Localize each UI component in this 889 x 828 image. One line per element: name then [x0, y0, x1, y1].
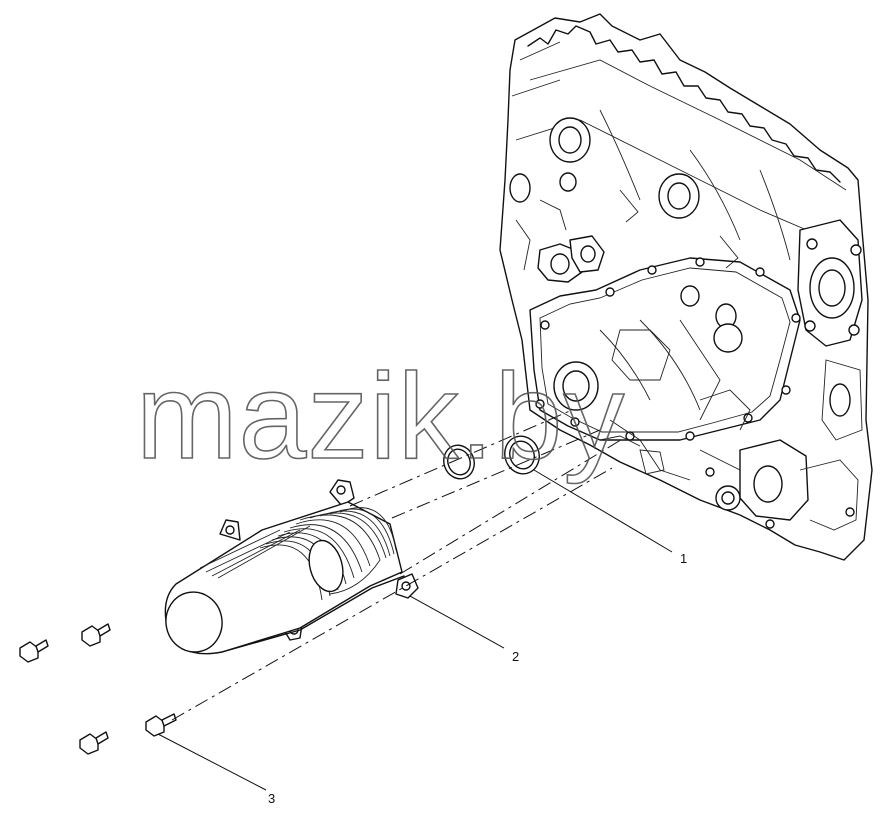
callout-label-2: 2 — [512, 649, 519, 664]
assembly-center-lines — [171, 409, 625, 721]
callout-2: 2 — [409, 595, 519, 664]
lower-block — [599, 319, 859, 531]
engine-block — [499, 13, 873, 561]
oil-cooler — [164, 479, 419, 655]
left-bosses — [537, 235, 743, 411]
bolt-4 — [145, 713, 177, 737]
callout-1: 1 — [533, 469, 687, 566]
callout-label-3: 3 — [268, 791, 275, 806]
gasket-plate — [529, 257, 801, 441]
callout-3: 3 — [157, 733, 275, 806]
right-flange — [797, 219, 863, 441]
bolt-1 — [19, 639, 49, 663]
upper-bosses — [509, 109, 791, 269]
callout-label-1: 1 — [680, 551, 687, 566]
bolt-3 — [79, 731, 109, 755]
watermark-text: mazik.by — [136, 348, 625, 484]
bolts — [19, 623, 177, 755]
o-ring-seals — [443, 435, 540, 480]
bolt-2 — [81, 623, 111, 647]
